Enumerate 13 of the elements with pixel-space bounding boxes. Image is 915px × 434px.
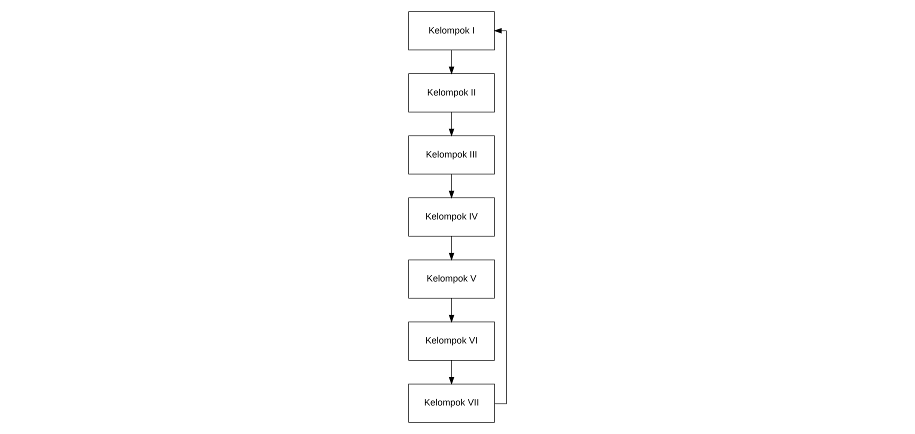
- node-box: Kelompok V: [408, 260, 495, 299]
- arrow: [448, 174, 454, 199]
- node-box: Kelompok I: [408, 11, 495, 50]
- arrow: [448, 112, 454, 137]
- node-box: Kelompok II: [408, 73, 495, 112]
- node-box: Kelompok VII: [408, 384, 495, 423]
- arrow: [448, 298, 454, 323]
- arrow: [448, 50, 454, 75]
- arrow: [448, 360, 454, 385]
- arrow: [448, 236, 454, 261]
- node-box: Kelompok VI: [408, 322, 495, 361]
- node-box: Kelompok IV: [408, 198, 495, 236]
- node-box: Kelompok III: [408, 135, 495, 174]
